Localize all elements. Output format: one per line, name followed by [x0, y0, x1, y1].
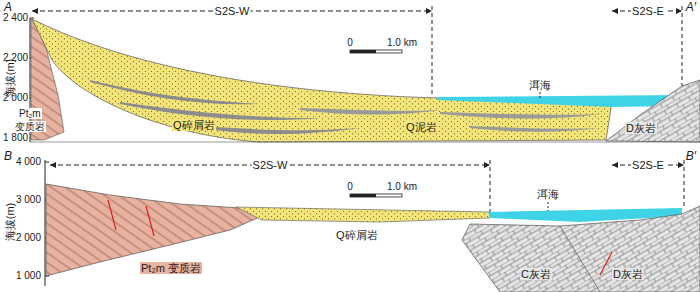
section-label: Pt₂m 变质岩 — [140, 262, 202, 274]
section-label: 2 000 — [15, 232, 42, 243]
section-label: S2S-W — [252, 159, 289, 171]
section-label: Q碎屑岩 — [172, 119, 216, 131]
axis-title: 海拔(m) — [4, 58, 16, 99]
section-label: 2 400 — [2, 12, 29, 23]
section-label: 1 000 — [15, 270, 42, 281]
section-label: D灰岩 — [625, 122, 657, 134]
section-label: 0 — [346, 37, 354, 48]
axis-title: 海拔(m) — [4, 202, 16, 243]
section-label: Q碎屑岩 — [335, 229, 379, 241]
section-label: Q泥岩 — [405, 121, 438, 133]
section-label: B′ — [685, 150, 697, 163]
section-label: 1.0 km — [386, 181, 418, 192]
section-label: C灰岩 — [520, 268, 552, 280]
section-label: 1 800 — [2, 132, 29, 143]
section-label: B — [3, 150, 13, 163]
section-label: 洱海 — [528, 79, 552, 91]
section-label: S2S-E — [631, 159, 665, 171]
section-label: A′ — [685, 1, 697, 14]
section-label: S2S-W — [214, 5, 251, 17]
section-label: S2S-E — [631, 5, 665, 17]
section-label: 3 000 — [15, 194, 42, 205]
section-label: 变质岩 — [14, 121, 46, 132]
section-label: 1.0 km — [386, 37, 418, 48]
section-label: 0 — [346, 181, 354, 192]
section-label: Pt₂m — [18, 108, 42, 119]
section-label: D灰岩 — [612, 268, 644, 280]
section-label: 洱海 — [536, 188, 560, 200]
section-label: 4 000 — [15, 156, 42, 167]
